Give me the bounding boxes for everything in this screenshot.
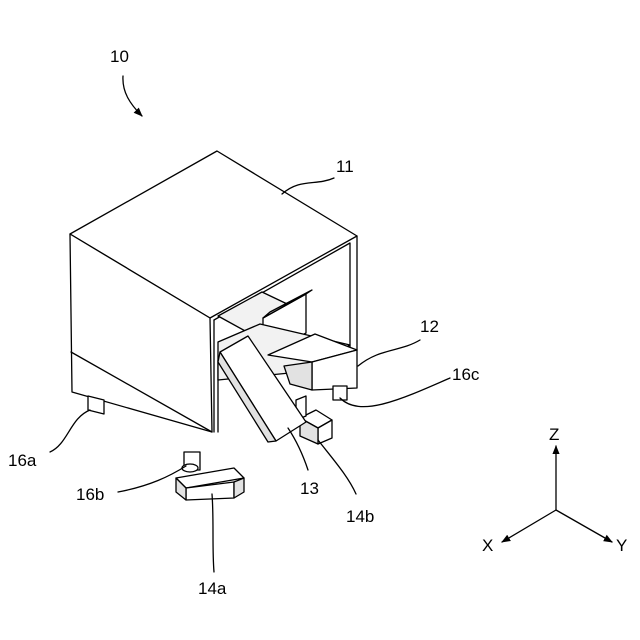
axis-y-label: Y	[616, 536, 627, 555]
terminal-plate-lower	[284, 362, 312, 390]
label-contact-b: 14b	[346, 507, 374, 526]
leg-16b-foot	[182, 464, 198, 472]
label-leg-b: 16b	[76, 485, 104, 504]
label-terminal-plate: 12	[420, 317, 439, 336]
axis-z-label: Z	[549, 425, 559, 444]
device-arrow	[123, 76, 142, 116]
axis-y-line	[556, 510, 612, 542]
leader-14a	[212, 494, 214, 572]
leader-11	[282, 178, 334, 194]
label-leg-c: 16c	[452, 365, 480, 384]
label-housing: 11	[336, 157, 354, 176]
label-moving-plate: 13	[300, 479, 319, 498]
axis-x-label: X	[482, 536, 493, 555]
label-device: 10	[110, 47, 129, 66]
leg-16b	[182, 452, 200, 472]
leader-14b	[318, 440, 356, 494]
contact-14a	[176, 468, 244, 500]
contact-14a-side	[234, 478, 244, 498]
label-contact-a: 14a	[198, 579, 227, 598]
label-leg-a: 16a	[8, 451, 37, 470]
leader-16a	[50, 410, 90, 452]
axis-x-line	[502, 510, 556, 542]
leader-12	[358, 340, 420, 366]
coordinate-axes: Z X Y	[482, 425, 627, 555]
